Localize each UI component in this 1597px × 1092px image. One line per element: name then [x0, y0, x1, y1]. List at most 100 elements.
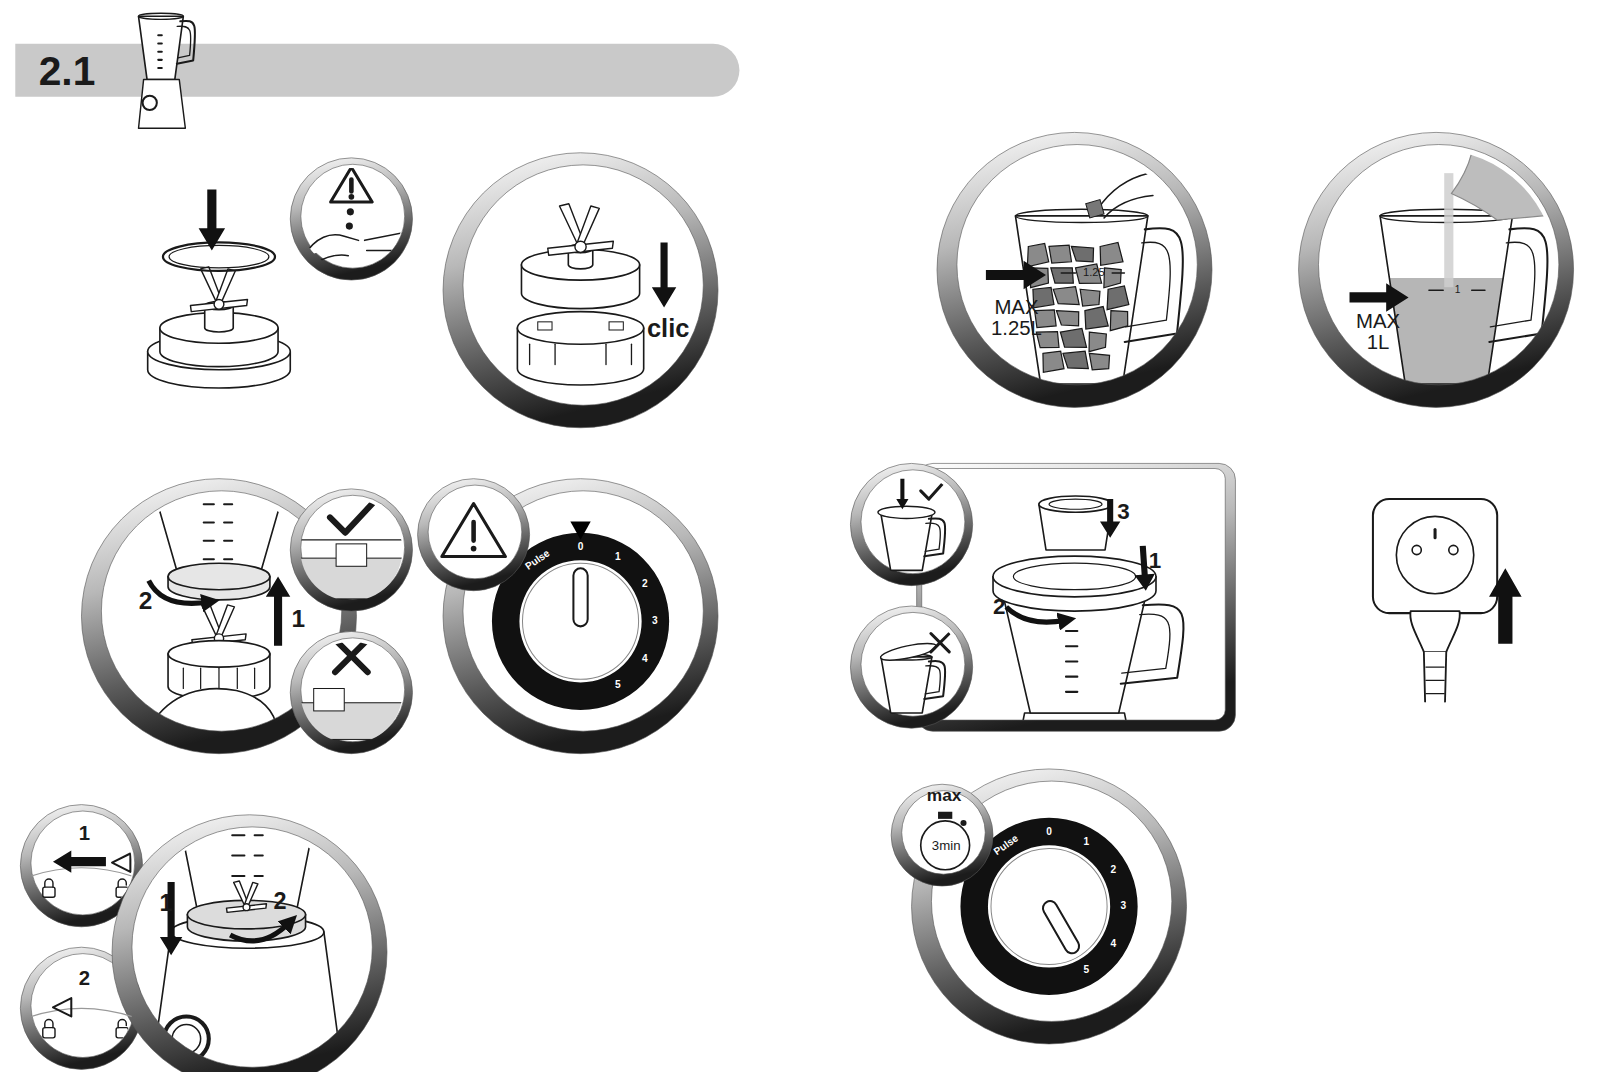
- section-number: 2.1: [39, 49, 96, 92]
- line-art: [879, 640, 937, 664]
- line-art: [1373, 499, 1522, 733]
- line-art: [1107, 286, 1129, 310]
- dial-label: 2: [1111, 864, 1117, 875]
- line-art: [349, 179, 354, 191]
- line-art: [112, 853, 130, 871]
- line-art: [609, 322, 623, 330]
- line-art: [554, 344, 555, 364]
- line-art: [139, 16, 184, 79]
- line-art: [158, 51, 162, 53]
- line-art: [1100, 242, 1123, 265]
- line-art: [139, 13, 184, 19]
- step-arrow: [1350, 283, 1409, 312]
- panel-ring: [443, 153, 718, 428]
- line-art: [517, 204, 676, 385]
- dial-label: 0: [1046, 827, 1052, 838]
- line-art: [1063, 351, 1088, 368]
- line-art: [45, 1020, 53, 1028]
- line-art: [214, 299, 224, 309]
- line-art: [881, 657, 932, 713]
- dial-label: 3: [1121, 901, 1127, 912]
- dial-label: Pulse: [992, 833, 1020, 857]
- line-art: [925, 523, 940, 551]
- step-arrow: [896, 479, 908, 510]
- line-art: [204, 521, 233, 523]
- line-art: [1089, 332, 1106, 352]
- line-art: [1104, 268, 1121, 288]
- line-art: [148, 815, 347, 1072]
- rotate-arrow: [149, 581, 209, 604]
- warning-symbol: [442, 504, 506, 557]
- line-art: [1071, 246, 1093, 261]
- line-art: [924, 661, 945, 699]
- warning-symbol: [331, 167, 373, 202]
- line-art: [938, 812, 952, 819]
- step-arrow: [266, 576, 290, 645]
- line-art: [297, 503, 405, 599]
- line-art: [139, 79, 186, 128]
- line-art: [349, 194, 355, 200]
- line-art: [924, 518, 945, 556]
- line-art: [232, 834, 263, 836]
- line-art: [881, 657, 932, 713]
- line-art: [605, 344, 606, 364]
- inset-ring: [290, 631, 412, 753]
- line-art: [227, 904, 267, 913]
- line-art: [881, 514, 932, 570]
- node-outline: [112, 815, 387, 1072]
- line-art: [573, 568, 587, 626]
- line-art: [1426, 706, 1444, 707]
- step-circle: 12: [112, 815, 387, 1072]
- line-art: [1434, 530, 1437, 538]
- step-arrow: [199, 189, 225, 250]
- step-arrow: [986, 261, 1046, 290]
- line-art: [1049, 499, 1102, 509]
- line-art: [365, 232, 406, 250]
- line-art: [149, 487, 306, 729]
- line-art: [168, 563, 270, 589]
- step-label: 3: [1117, 500, 1129, 524]
- line-art: [158, 42, 162, 44]
- dial-pointer: [573, 568, 587, 626]
- line-art: [25, 1008, 137, 1018]
- line-art: [297, 640, 405, 740]
- line-art: [204, 503, 233, 505]
- line-art: [1426, 719, 1444, 720]
- line-art: [168, 641, 270, 667]
- line-art: [471, 546, 477, 552]
- dial-label: 2: [642, 579, 648, 590]
- line-art: [517, 312, 643, 345]
- inset-ring: [850, 606, 972, 728]
- step-label: 2: [993, 594, 1005, 618]
- line-art: [1104, 196, 1153, 218]
- step-circle: clic: [443, 153, 718, 428]
- line-art: [204, 558, 233, 560]
- step-label: max: [927, 786, 962, 804]
- line-art: [177, 21, 195, 64]
- line-art: [1056, 311, 1078, 326]
- line-art: [314, 689, 345, 711]
- line-art: [879, 634, 949, 713]
- line-art: [1066, 691, 1077, 693]
- line-art: [218, 668, 219, 688]
- line-art: [881, 514, 932, 570]
- line-art: [200, 668, 201, 688]
- line-art: [1449, 545, 1458, 554]
- step-label: 2: [79, 968, 90, 989]
- line-art: [232, 875, 263, 877]
- node-outline: [443, 153, 718, 428]
- line-art: [1389, 278, 1503, 384]
- line-art: [204, 540, 233, 542]
- line-art: [45, 879, 53, 887]
- line-art: [190, 299, 247, 311]
- line-art: [346, 223, 353, 230]
- line-art: [1080, 289, 1100, 306]
- line-art: [1085, 307, 1108, 329]
- dial-label: 0: [578, 542, 584, 553]
- line-art: [1003, 596, 1146, 713]
- line-art: [1426, 667, 1444, 668]
- line-art: [158, 59, 162, 61]
- check-mark: [330, 503, 373, 533]
- step-label: 1: [1455, 285, 1461, 296]
- step-label: 1.25: [1083, 267, 1105, 279]
